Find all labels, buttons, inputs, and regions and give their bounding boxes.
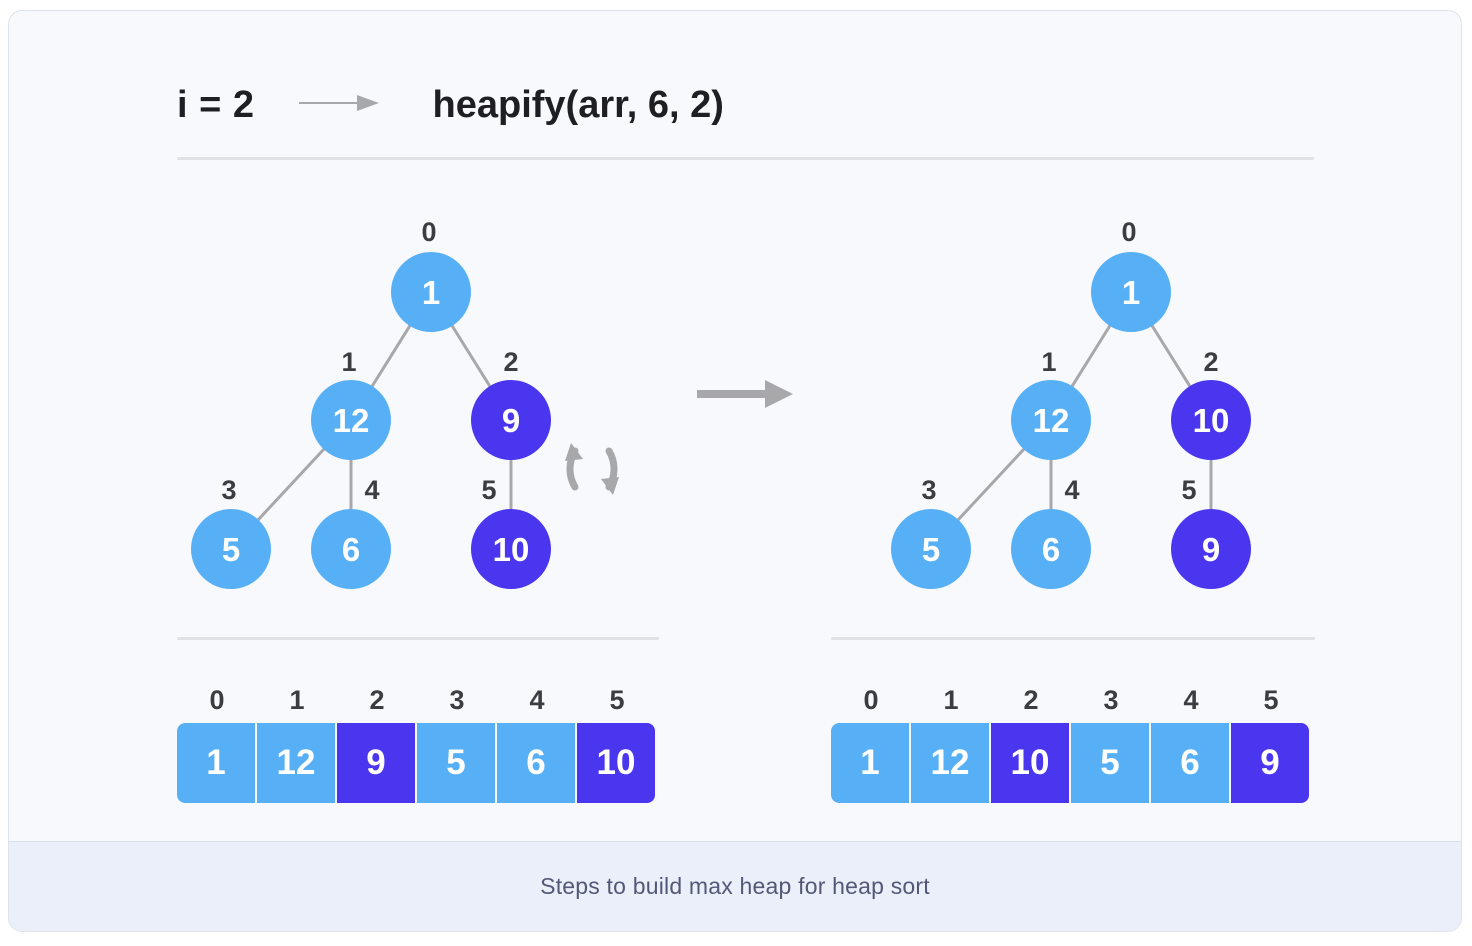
array-cell[interactable]: 12 [911, 723, 989, 803]
node-value-label: 1 [422, 274, 440, 311]
node-circle [891, 509, 971, 589]
node-value-label: 6 [342, 531, 360, 568]
array-after: 0 1 2 3 4 5 1 12 10 5 6 9 [831, 683, 1311, 803]
array-divider-after [831, 637, 1315, 640]
node-index-label: 3 [921, 475, 936, 505]
node-circle [471, 509, 551, 589]
array-cell[interactable]: 6 [497, 723, 575, 803]
node-index-label: 0 [421, 217, 436, 247]
tree-node-0[interactable]: 0 1 [391, 217, 471, 332]
array-index: 1 [289, 685, 305, 715]
node-value-label: 9 [502, 402, 520, 439]
node-circle [311, 509, 391, 589]
tree-node-4[interactable]: 4 6 [311, 475, 391, 589]
step-header: i = 2 heapify(arr, 6, 2) [177, 69, 724, 141]
node-index-label: 5 [1181, 475, 1196, 505]
node-value-label: 1 [1122, 274, 1140, 311]
array-cell[interactable]: 10 [577, 723, 655, 803]
binary-tree-before: 0 1 1 12 2 9 3 5 4 6 [191, 217, 619, 589]
heapify-call-label: heapify(arr, 6, 2) [432, 83, 724, 126]
node-index-label: 4 [1064, 475, 1079, 505]
array-cell[interactable]: 9 [1231, 723, 1309, 803]
binary-tree-after: 0 1 1 12 2 10 3 5 4 6 [891, 217, 1251, 589]
array-cell[interactable]: 12 [257, 723, 335, 803]
tree-node-1[interactable]: 1 12 [311, 347, 391, 460]
panel-after: 0 1 1 12 2 10 3 5 4 6 [823, 191, 1461, 831]
array-index: 5 [1263, 685, 1279, 715]
array-before: 0 1 2 3 4 5 1 12 9 5 6 10 [177, 683, 657, 803]
array-cell-row: 1 12 9 5 6 10 [177, 723, 657, 803]
array-index: 3 [449, 685, 465, 715]
array-index: 1 [943, 685, 959, 715]
node-circle [311, 380, 391, 460]
array-cell-row: 1 12 10 5 6 9 [831, 723, 1311, 803]
tree-node-5[interactable]: 5 10 [471, 475, 551, 589]
heap-sort-step-card: i = 2 heapify(arr, 6, 2) 0 [8, 10, 1462, 932]
array-cell[interactable]: 9 [337, 723, 415, 803]
node-circle [1091, 252, 1171, 332]
node-index-label: 2 [1203, 347, 1218, 377]
node-index-label: 0 [1121, 217, 1136, 247]
node-circle [1011, 380, 1091, 460]
header-divider [177, 157, 1314, 160]
node-value-label: 5 [222, 531, 240, 568]
tree-node-3[interactable]: 3 5 [891, 475, 971, 589]
tree-node-2[interactable]: 2 9 [471, 347, 551, 460]
node-index-label: 2 [503, 347, 518, 377]
node-value-label: 10 [1193, 402, 1230, 439]
panel-before: 0 1 1 12 2 9 3 5 4 6 [169, 191, 809, 831]
array-divider-before [177, 637, 659, 640]
array-index: 4 [529, 685, 545, 715]
array-index-row: 0 1 2 3 4 5 [831, 683, 1311, 719]
swap-circular-arrows-icon [565, 443, 619, 495]
node-index-label: 5 [481, 475, 496, 505]
tree-node-4[interactable]: 4 6 [1011, 475, 1091, 589]
node-value-label: 5 [922, 531, 940, 568]
array-index: 5 [609, 685, 625, 715]
node-circle [191, 509, 271, 589]
tree-node-1[interactable]: 1 12 [1011, 347, 1091, 460]
tree-node-2[interactable]: 2 10 [1171, 347, 1251, 460]
node-value-label: 12 [333, 402, 370, 439]
array-cell[interactable]: 1 [831, 723, 909, 803]
array-index: 2 [369, 685, 385, 715]
node-circle [391, 252, 471, 332]
tree-node-5[interactable]: 5 9 [1171, 475, 1251, 589]
array-cell[interactable]: 1 [177, 723, 255, 803]
node-circle [1011, 509, 1091, 589]
array-cell[interactable]: 6 [1151, 723, 1229, 803]
array-cell[interactable]: 10 [991, 723, 1069, 803]
array-cell[interactable]: 5 [417, 723, 495, 803]
node-index-label: 4 [364, 475, 379, 505]
array-cell[interactable]: 5 [1071, 723, 1149, 803]
node-value-label: 6 [1042, 531, 1060, 568]
node-circle [1171, 380, 1251, 460]
transition-right-arrow-icon [697, 377, 793, 416]
array-index: 0 [209, 685, 225, 715]
array-index: 2 [1023, 685, 1039, 715]
node-circle [471, 380, 551, 460]
node-index-label: 1 [1041, 347, 1056, 377]
right-arrow-icon [298, 91, 379, 120]
array-index: 4 [1183, 685, 1199, 715]
array-index: 0 [863, 685, 879, 715]
node-value-label: 9 [1202, 531, 1220, 568]
tree-node-3[interactable]: 3 5 [191, 475, 271, 589]
footer-caption: Steps to build max heap for heap sort [540, 873, 930, 899]
node-circle [1171, 509, 1251, 589]
footer-bar: Steps to build max heap for heap sort [9, 841, 1461, 931]
node-index-label: 3 [221, 475, 236, 505]
tree-node-0[interactable]: 0 1 [1091, 217, 1171, 332]
node-index-label: 1 [341, 347, 356, 377]
node-value-label: 12 [1033, 402, 1070, 439]
iteration-label: i = 2 [177, 83, 255, 126]
node-value-label: 10 [493, 531, 530, 568]
array-index-row: 0 1 2 3 4 5 [177, 683, 657, 719]
array-index: 3 [1103, 685, 1119, 715]
